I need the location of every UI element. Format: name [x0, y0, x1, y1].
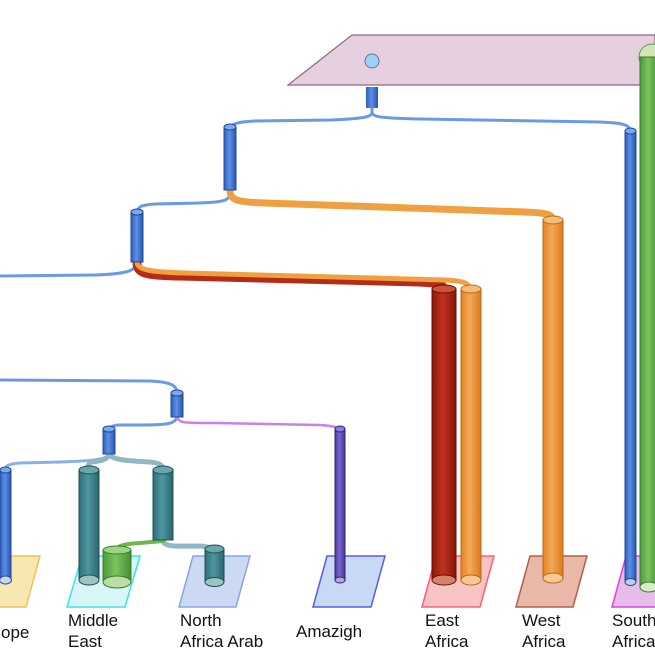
- link-n1-to-west-africa: [226, 186, 557, 226]
- label-south-africa: South Africa: [612, 611, 655, 651]
- link-root-to-n1: [228, 106, 374, 132]
- pipes: [0, 56, 655, 593]
- pipe-n2: [130, 211, 144, 263]
- pipe-east-africa-orange: [460, 288, 482, 581]
- link-root-to-south-blue: [370, 106, 632, 133]
- label-west-africa: West Africa: [522, 611, 566, 651]
- pipe-n4: [102, 428, 116, 455]
- pipe-amazigh: [334, 428, 346, 580]
- link-n1-to-n2: [135, 188, 232, 216]
- root-node-blue: [364, 53, 380, 69]
- link-west-eurasia-to-n3: [0, 378, 179, 395]
- pipe-middle-east-teal: [78, 469, 100, 579]
- pipe-west-africa: [542, 219, 564, 579]
- base-amazigh: [312, 555, 386, 608]
- link-n3-to-n4: [107, 413, 179, 433]
- root-platform: [286, 34, 655, 86]
- label-east-africa: East Africa: [425, 611, 469, 651]
- pipe-east-africa-red: [431, 288, 457, 581]
- pipe-south-africa-green: [639, 56, 655, 588]
- label-north-africa-arab: North Africa Arab: [180, 611, 264, 651]
- label-amazigh: Amazigh: [296, 622, 363, 641]
- link-n2-to-west-eurasia: [0, 260, 139, 278]
- pipe-n3: [170, 392, 184, 418]
- label-europe: ope: [1, 623, 30, 642]
- pipe-teal-right: [152, 469, 174, 541]
- pipe-south-africa-blue: [624, 130, 637, 583]
- pipe-europe: [0, 469, 12, 579]
- pipe-n1: [223, 126, 237, 191]
- link-n3-to-amazigh: [175, 413, 342, 433]
- label-middle-east: Middle East: [68, 611, 119, 651]
